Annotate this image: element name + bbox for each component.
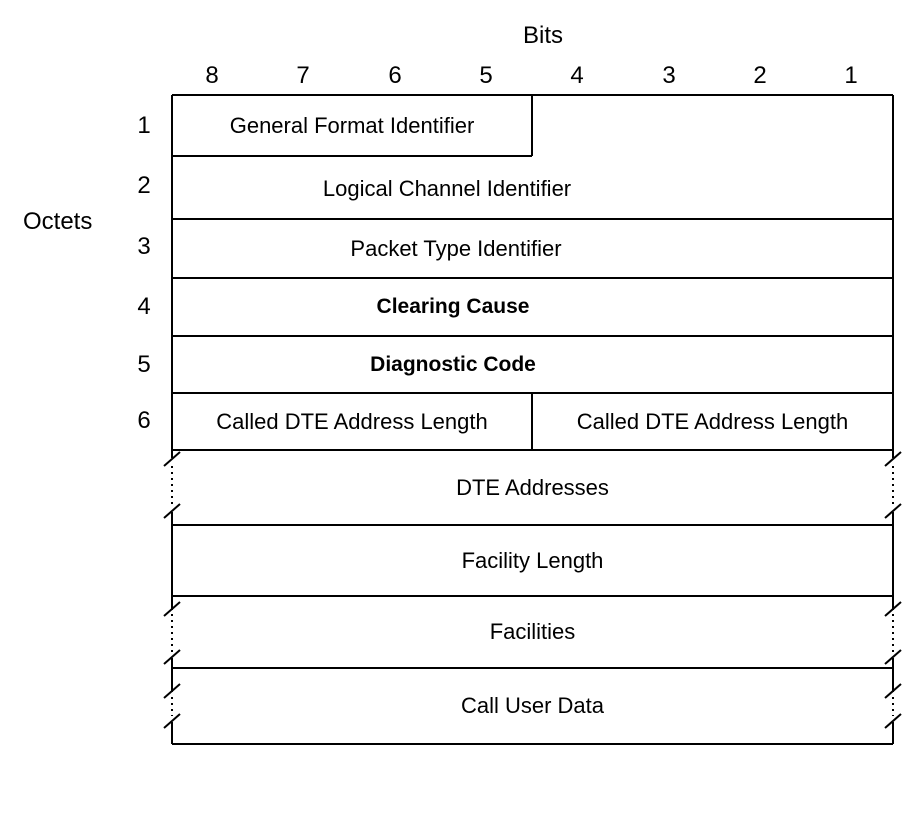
octet-number: 2 [137,172,151,199]
octet-number: 5 [137,351,151,378]
field-general-format-identifier: General Format Identifier [229,112,475,138]
field-called-dte-address-length-left: Called DTE Address Length [216,408,488,434]
field-facilities: Facilities [489,619,576,644]
break-marks [163,451,902,729]
octet-number: 3 [137,233,151,260]
dotted-continuation [171,466,894,716]
octets-label: Octets [23,208,93,235]
bit-number: 4 [570,62,584,89]
field-diagnostic-code: Diagnostic Code [370,352,536,376]
octet-number: 4 [137,293,151,320]
field-call-user-data: Call User Data [460,693,605,718]
field-facility-length: Facility Length [461,547,604,573]
bit-number: 6 [388,62,402,89]
field-dte-addresses: DTE Addresses [456,474,609,500]
bit-number: 2 [753,62,767,89]
octet-number: 1 [137,112,151,139]
field-called-dte-address-length-right: Called DTE Address Length [576,408,849,434]
bit-number: 1 [844,62,858,89]
octet-number: 6 [137,407,151,434]
bits-label: Bits [523,22,564,49]
bit-number: 7 [296,62,310,89]
bit-number: 5 [479,62,493,89]
bit-number: 3 [662,62,676,89]
field-packet-type-identifier: Packet Type Identifier [350,235,562,261]
bit-number: 8 [205,62,219,89]
field-logical-channel-identifier: Logical Channel Identifier [322,175,572,201]
field-clearing-cause: Clearing Cause [376,295,530,318]
